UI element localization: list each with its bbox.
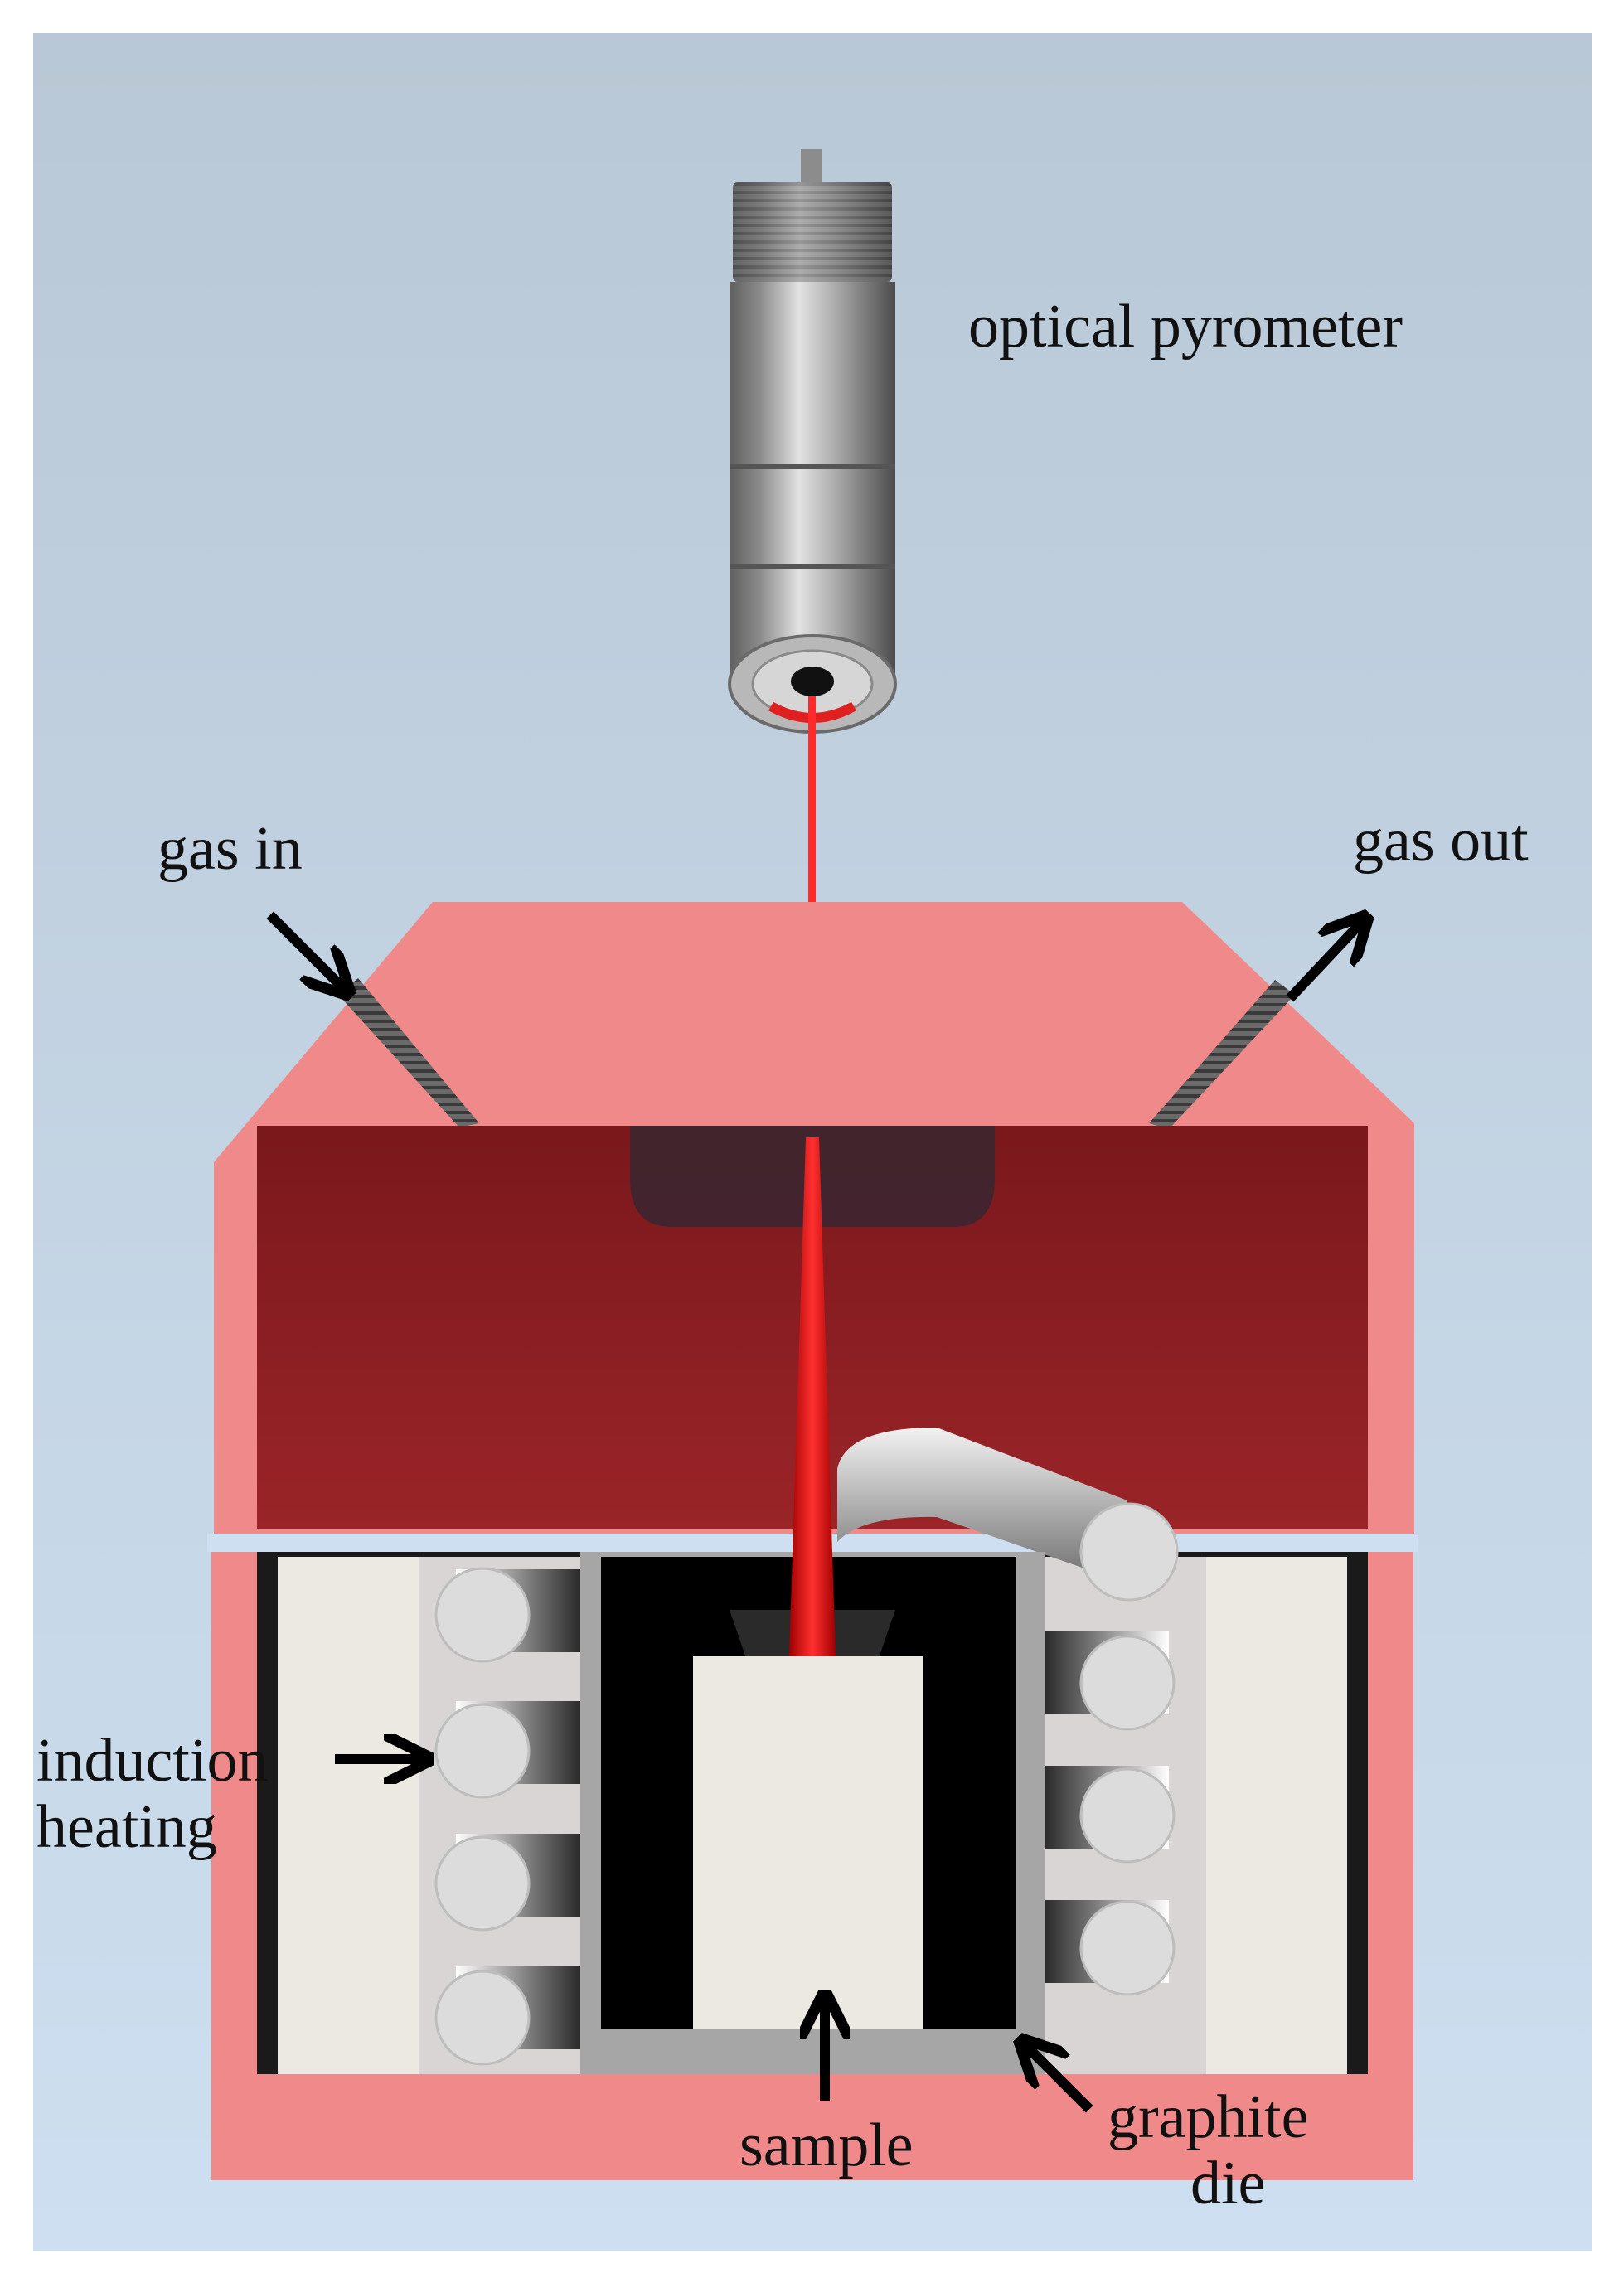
left-coil-turn-4 — [434, 1970, 531, 2066]
arrow-graphite — [1028, 2048, 1093, 2113]
right-coil-turn-2 — [1079, 1767, 1176, 1864]
label-induction: induction — [36, 1727, 269, 1795]
pyrometer-cap-shading — [733, 182, 892, 282]
label-gas-out: gas out — [1353, 807, 1529, 875]
laser-beam-upper — [808, 696, 816, 908]
left-coil-turn-1 — [434, 1567, 531, 1663]
sample-block — [693, 1656, 923, 2029]
arrow-gas-out — [1286, 924, 1360, 1002]
right-coil-turn-3 — [1079, 1900, 1176, 1996]
right-coil — [1045, 1631, 1176, 1996]
label-die: die — [1190, 2150, 1265, 2218]
pyrometer-aperture — [791, 667, 834, 696]
gas-outlet-pipe — [1149, 980, 1295, 1129]
insulation-right — [1206, 1557, 1347, 2074]
pyrometer-groove-1 — [730, 464, 895, 469]
pyrometer-groove-2 — [730, 564, 895, 569]
label-heating: heating — [36, 1793, 217, 1861]
coil-lead-top — [837, 1428, 1127, 1583]
pyrometer-tip-pin — [801, 149, 822, 184]
coil-lead-end — [1079, 1502, 1179, 1602]
annotation-arrows — [266, 911, 1360, 2113]
left-coil-turn-3 — [434, 1835, 531, 1932]
left-coil-turn-2 — [434, 1703, 531, 1799]
laser-beam-lower — [789, 1137, 836, 1656]
gas-inlet-pipe — [338, 978, 479, 1127]
label-graphite: graphite — [1108, 2083, 1308, 2151]
label-sample: sample — [739, 2111, 914, 2179]
arrow-gas-in — [266, 911, 342, 986]
left-coil — [434, 1567, 580, 2066]
right-coil-turn-1 — [1079, 1635, 1176, 1731]
label-optical-pyrometer: optical pyrometer — [968, 293, 1403, 361]
pyrometer-body — [730, 282, 895, 663]
optical-pyrometer — [728, 149, 897, 734]
label-gas-in: gas in — [158, 815, 303, 883]
insulation-left — [278, 1557, 419, 2074]
